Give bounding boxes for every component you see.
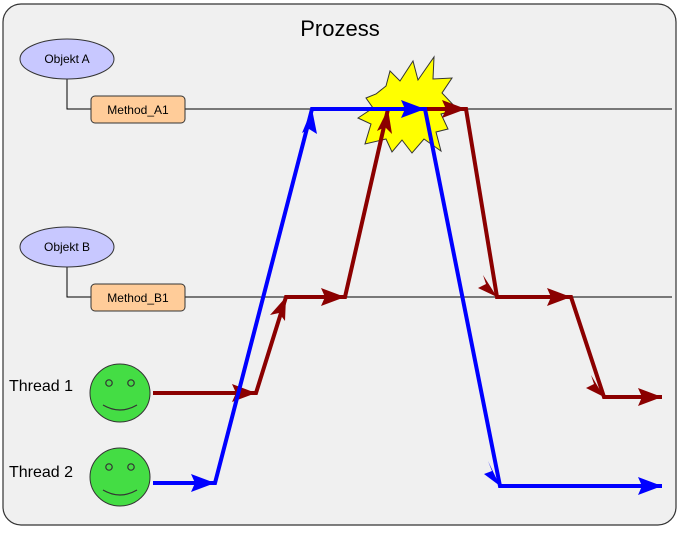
thread-1-arrowheads [232,100,662,406]
method-a1-label: Method_A1 [107,103,169,117]
thread-1-smiley-icon [89,363,151,423]
objekt-b-connector [66,266,91,298]
thread-2-arrowheads [191,100,662,495]
objekt-a-node [19,38,115,80]
method-b1-box [90,283,186,312]
thread-2-smiley-icon [89,447,151,507]
method-b1-label: Method_B1 [107,291,169,305]
objekt-b-node [19,226,115,268]
method-a1-box [90,95,186,124]
thread-2-label: Thread 2 [9,464,73,481]
thread-1-label: Thread 1 [9,378,73,395]
objekt-a-label: Objekt A [44,52,89,66]
objekt-b-label: Objekt B [44,240,90,254]
process-frame [2,3,677,526]
objekt-a-connector [66,78,91,110]
process-title: Prozess [300,16,379,41]
